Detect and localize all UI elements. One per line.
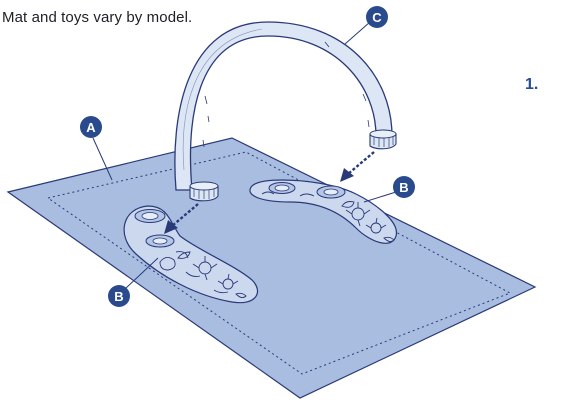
arch-right-connector [369, 129, 397, 150]
callout-b-right: B [393, 176, 415, 198]
callout-leaders [92, 21, 397, 290]
callout-b-left: B [108, 285, 130, 307]
toy-arch [174, 21, 397, 202]
right-base-flowers [261, 191, 395, 243]
svg-text:B: B [399, 180, 408, 195]
callout-a: A [80, 116, 102, 138]
arch-texture-marks [202, 41, 370, 148]
svg-text:B: B [114, 289, 123, 304]
caption-text: Mat and toys vary by model. [2, 9, 193, 26]
callout-c: C [366, 6, 388, 28]
svg-text:C: C [372, 10, 382, 25]
step-number: 1. [525, 76, 539, 93]
svg-text:A: A [86, 120, 96, 135]
arch-left-connector [189, 181, 219, 202]
left-toy-base [123, 205, 258, 304]
right-insertion-arrow [340, 151, 375, 182]
left-base-flowers [159, 251, 247, 299]
play-mat [6, 137, 537, 399]
left-insertion-arrow [164, 203, 199, 234]
right-toy-base [249, 179, 397, 244]
